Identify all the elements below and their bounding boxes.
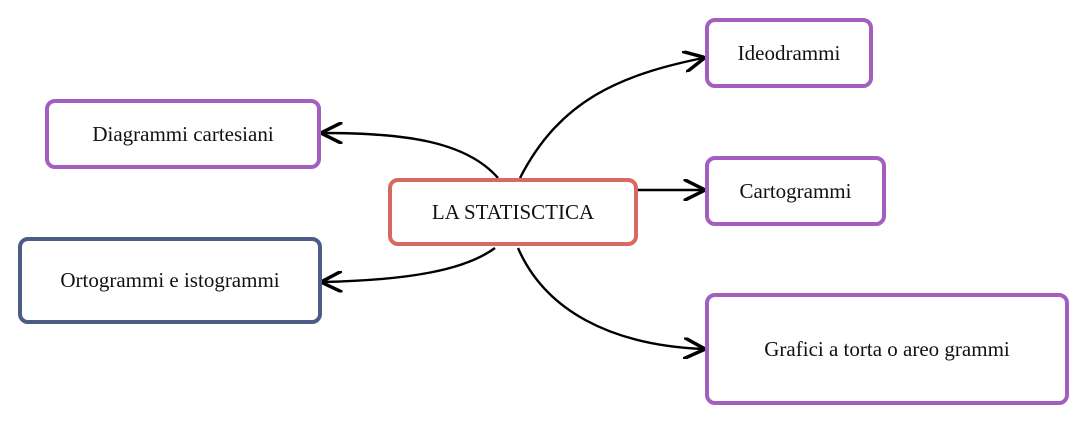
- topic-label: Ortogrammi e istogrammi: [60, 268, 280, 292]
- topic-grafici[interactable]: Grafici a torta o areo grammi: [705, 293, 1069, 405]
- topic-label: Grafici a torta o areo grammi: [764, 336, 1010, 361]
- topic-ideodrammi[interactable]: Ideodrammi: [705, 18, 873, 88]
- topic-label: Diagrammi cartesiani: [92, 121, 274, 146]
- central-topic-label: LA STATISCTICA: [431, 199, 595, 224]
- topic-label: Cartogrammi: [739, 178, 852, 203]
- topic-ortogrammi[interactable]: Ortogrammi e istogrammi: [18, 237, 322, 324]
- topic-diagrammi-cartesiani[interactable]: Diagrammi cartesiani: [45, 99, 321, 169]
- topic-label: Ideodrammi: [737, 40, 841, 65]
- connector-to-diagrammi: [323, 133, 499, 179]
- central-topic[interactable]: LA STATISCTICA: [388, 178, 638, 246]
- connector-to-ortogrammi: [323, 247, 496, 282]
- connector-to-grafici: [516, 247, 703, 349]
- topic-cartogrammi[interactable]: Cartogrammi: [705, 156, 886, 226]
- connector-to-ideodrammi: [518, 58, 703, 179]
